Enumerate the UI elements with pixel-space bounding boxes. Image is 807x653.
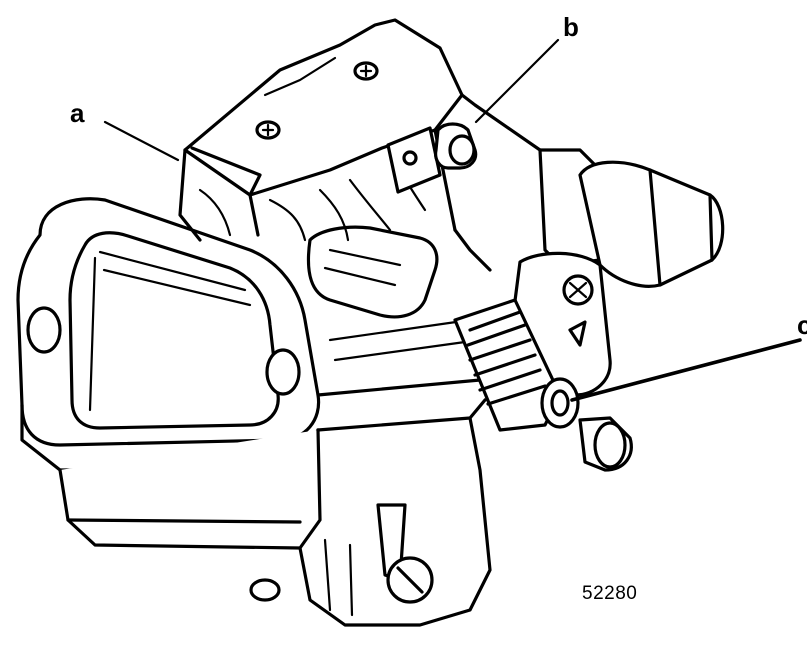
leader-line-a [103,120,180,162]
figure-number: 52280 [582,583,638,604]
mounting-flange [16,197,321,472]
callout-c: c [797,310,807,340]
callout-a: a [70,98,85,128]
callout-b: b [563,12,579,42]
leader-line-b [474,38,560,124]
throttle-linkage [453,148,725,472]
idle-adjusting-screw [466,310,580,429]
leader-line-c [570,338,802,402]
leader-lines [103,38,802,402]
